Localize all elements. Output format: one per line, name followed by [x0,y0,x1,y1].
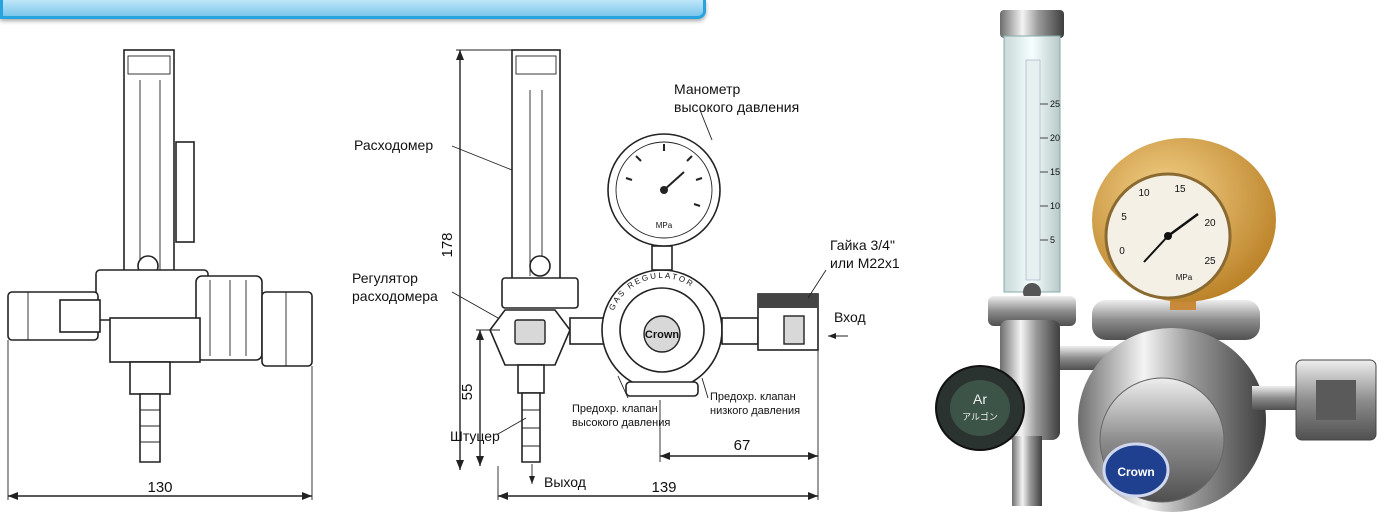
flowmeter-tube-front [511,49,561,281]
label-hp-valve-2: высокого давления [572,417,670,429]
side-view-drawing: 130 [7,49,313,500]
right-nut [261,291,313,367]
svg-text:MPa: MPa [656,221,673,230]
svg-text:15: 15 [1050,167,1060,177]
product-photo: 25 20 15 10 5 Ar アルゴン Crown 0 5 10 15 20… [935,10,1377,512]
label-hp-gauge-1: Манометр [674,81,740,97]
dim-width-front: 139 [651,479,676,496]
label-nut-2: или М22х14 [830,255,900,271]
svg-text:15: 15 [1174,184,1186,195]
outlet-fitting [521,392,541,463]
svg-text:Crown: Crown [645,329,680,341]
label-flow-regulator-2: расходомера [352,288,438,304]
photo-crown-badge [1102,442,1170,498]
label-hp-valve-1: Предохр. клапан [572,403,658,415]
dim-inlet-offset: 67 [734,437,751,454]
label-fitting: Штуцер [450,428,500,444]
front-view-drawing: 178 Crown GAS REGULATOR MPa 55 [352,49,900,500]
header-banner [0,0,706,19]
svg-text:5: 5 [1121,212,1127,223]
dim-width-side: 130 [147,479,172,496]
flowmeter-tube [123,49,175,283]
dim-height: 178 [439,232,456,257]
svg-text:10: 10 [1050,201,1060,211]
svg-text:MPa: MPa [1176,273,1193,282]
svg-text:アルゴン: アルゴン [962,411,998,422]
regulator-badge [643,315,681,353]
label-lp-valve-2: низкого давления [710,405,800,417]
hose-barb [139,393,161,463]
svg-text:25: 25 [1050,99,1060,109]
svg-text:25: 25 [1204,256,1216,267]
svg-text:20: 20 [1050,133,1060,143]
dim-outlet-height: 55 [459,384,476,401]
svg-text:Crown: Crown [1117,465,1154,479]
svg-text:10: 10 [1138,188,1150,199]
svg-text:0: 0 [1119,246,1125,257]
label-hp-gauge-2: высокого давления [674,99,799,115]
label-flowmeter: Расходомер [354,137,433,153]
label-flow-regulator-1: Регулятор [352,270,418,286]
label-lp-valve-1: Предохр. клапан [710,391,796,403]
svg-text:5: 5 [1050,235,1055,245]
label-outlet: Выход [544,474,586,490]
label-inlet: Вход [834,309,866,325]
label-nut-1: Гайка 3/4" [830,237,895,253]
svg-text:Ar: Ar [973,391,987,407]
svg-text:20: 20 [1204,218,1216,229]
